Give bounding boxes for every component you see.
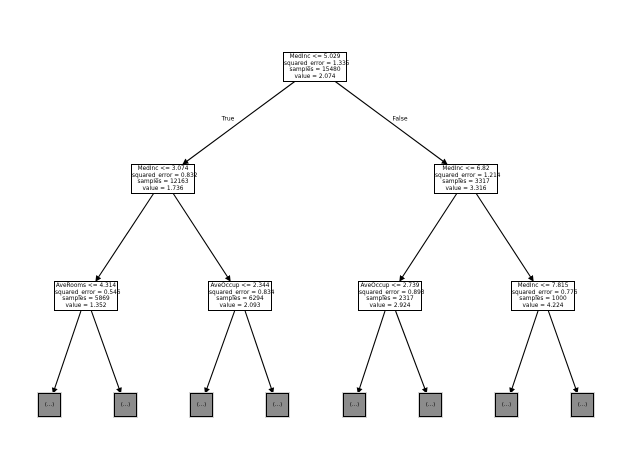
node-samples: samples = 2317 (366, 296, 414, 303)
tree-node-depth2-1: AveRooms <= 4.314 squared_error = 0.546 … (54, 281, 121, 312)
node-condition: AveRooms <= 4.314 (55, 283, 117, 289)
node-samples: samples = 3317 (442, 179, 490, 186)
tree-node-depth1-left: MedInc <= 3.074 squared_error = 0.832 sa… (131, 164, 198, 195)
tree-leaf-collapsed-2: (...) (114, 393, 137, 417)
node-value: value = 4.224 (522, 302, 564, 309)
node-value: value = 2.074 (294, 73, 336, 80)
tree-leaf-collapsed-6: (...) (419, 393, 442, 417)
node-condition: MedInc <= 5.029 (289, 54, 341, 60)
node-error: squared_error = 0.776 (512, 289, 578, 296)
node-error: squared_error = 0.546 (55, 289, 121, 296)
node-condition: AveOccup <= 2.739 (360, 283, 420, 289)
tree-leaf-collapsed-7: (...) (495, 393, 518, 417)
node-value: value = 1.736 (142, 185, 184, 192)
node-error: squared_error = 0.893 (359, 289, 425, 296)
edge-d2n2-leaf3 (204, 310, 236, 394)
edge-d2n3-leaf6 (395, 310, 428, 394)
tree-node-depth2-3: AveOccup <= 2.739 squared_error = 0.893 … (358, 281, 425, 312)
node-samples: samples = 1000 (519, 296, 567, 303)
edge-d1l-d2n2 (172, 192, 231, 282)
tree-leaf-collapsed-8: (...) (571, 393, 594, 417)
edge-root-right (334, 80, 448, 165)
node-samples: samples = 6294 (216, 296, 264, 303)
edge-d2n1-leaf1 (51, 310, 82, 394)
node-value: value = 2.093 (219, 302, 261, 309)
tree-node-root: MedInc <= 5.029 squared_error = 1.335 sa… (283, 52, 350, 83)
node-value: value = 3.316 (445, 185, 487, 192)
edge-d2n2-leaf4 (244, 310, 275, 394)
edge-label-false: False (392, 115, 408, 123)
edge-d1l-d2n1 (95, 192, 155, 282)
tree-node-depth2-2: AveOccup <= 2.344 squared_error = 0.834 … (208, 281, 275, 312)
tree-node-depth2-4: MedInc <= 7.815 squared_error = 0.776 sa… (511, 281, 578, 312)
node-samples: samples = 12163 (137, 179, 189, 186)
tree-leaf-collapsed-4: (...) (266, 393, 289, 417)
edge-root-left (182, 80, 296, 165)
node-condition: MedInc <= 7.815 (517, 283, 569, 289)
edge-d1r-d2n3 (399, 192, 458, 282)
edge-d1r-d2n4 (475, 192, 534, 282)
node-condition: MedInc <= 6.82 (442, 166, 490, 172)
edge-d2n3-leaf5 (356, 310, 386, 394)
node-value: value = 2.924 (369, 302, 411, 309)
node-error: squared_error = 0.834 (209, 289, 275, 296)
node-error: squared_error = 0.832 (132, 172, 198, 179)
edge-d2n4-leaf7 (509, 310, 539, 394)
node-error: squared_error = 1.335 (284, 60, 350, 67)
edge-d2n1-leaf2 (90, 310, 122, 394)
node-samples: samples = 5869 (62, 296, 110, 303)
node-value: value = 1.352 (65, 302, 107, 309)
tree-node-depth1-right: MedInc <= 6.82 squared_error = 1.214 sam… (434, 164, 501, 195)
node-samples: samples = 15480 (289, 67, 341, 74)
edge-d2n4-leaf8 (547, 310, 579, 394)
tree-leaf-collapsed-5: (...) (343, 393, 366, 417)
tree-leaf-collapsed-3: (...) (190, 393, 213, 417)
node-condition: AveOccup <= 2.344 (210, 283, 270, 289)
node-condition: MedInc <= 3.074 (137, 166, 189, 172)
node-error: squared_error = 1.214 (435, 172, 501, 179)
edge-label-true: True (221, 115, 235, 123)
tree-leaf-collapsed-1: (...) (38, 393, 61, 417)
